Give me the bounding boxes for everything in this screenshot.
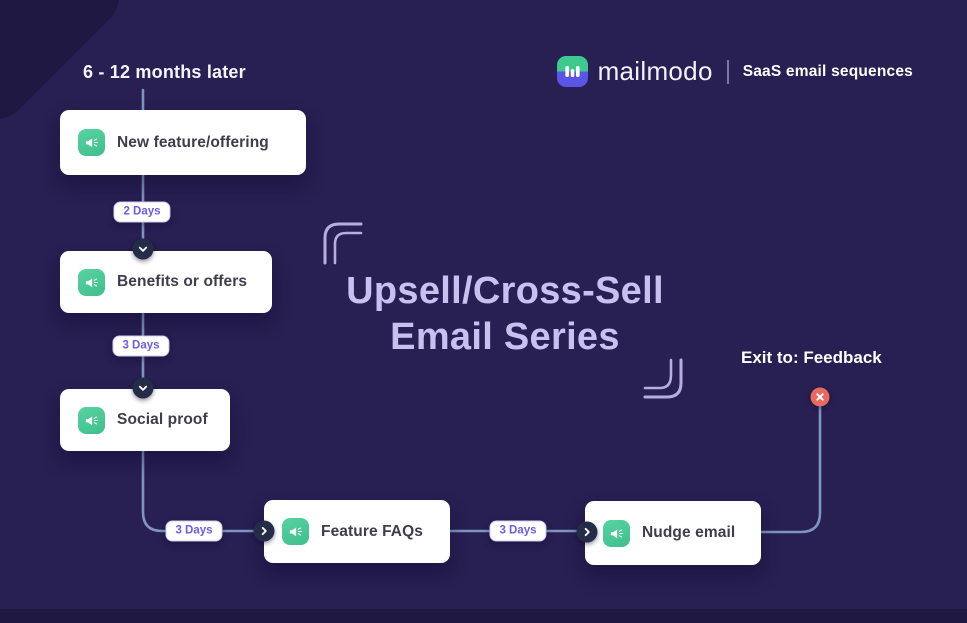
flow-node-social-proof: Social proof [60, 389, 230, 451]
bracket-topleft-decoration [323, 222, 363, 265]
page-title: Upsell/Cross-Sell Email Series [298, 268, 712, 361]
flow-node-benefits: Benefits or offers [60, 251, 272, 313]
brand-header: mailmodo SaaS email sequences [556, 56, 913, 87]
connector-node3-to-node4 [141, 449, 265, 533]
brand-divider [726, 59, 729, 84]
bracket-bottomright-decoration [643, 358, 683, 399]
flow-node-label: Feature FAQs [321, 522, 423, 540]
flow-node-label: Nudge email [642, 524, 736, 541]
megaphone-icon [78, 129, 105, 156]
flow-node-label: Benefits or offers [117, 273, 248, 290]
delay-badge-4: 3 Days [489, 520, 547, 542]
bottom-decoration-band [0, 609, 967, 623]
megaphone-icon [78, 406, 105, 434]
brand-tagline: SaaS email sequences [742, 62, 913, 80]
brand-wordmark: mailmodo [597, 56, 713, 86]
delay-badge-2: 3 Days [112, 335, 170, 357]
page-title-line2: Email Series [390, 316, 620, 359]
connector-node5-to-exit [759, 401, 822, 534]
flow-node-feature-faqs: Feature FAQs [264, 500, 450, 563]
delay-badge-3: 3 Days [165, 520, 223, 542]
megaphone-icon [282, 518, 309, 545]
delay-badge-1: 2 Days [113, 201, 171, 223]
flow-node-label: New feature/offering [117, 133, 269, 151]
chevron-right-icon [253, 520, 275, 542]
megaphone-icon [603, 519, 630, 547]
flow-node-label: Social proof [117, 411, 208, 428]
timing-note: 6 - 12 months later [83, 62, 246, 82]
flow-node-new-feature: New feature/offering [60, 110, 306, 175]
chevron-right-icon [576, 521, 598, 543]
chevron-down-icon [132, 377, 154, 399]
megaphone-icon [78, 268, 105, 296]
exit-note: Exit to: Feedback [741, 348, 882, 367]
mailmodo-logo-icon [556, 56, 588, 87]
page-title-line1: Upsell/Cross-Sell [346, 270, 664, 312]
flow-node-nudge-email: Nudge email [585, 501, 761, 565]
exit-x-icon [810, 387, 830, 407]
chevron-down-icon [132, 238, 154, 260]
